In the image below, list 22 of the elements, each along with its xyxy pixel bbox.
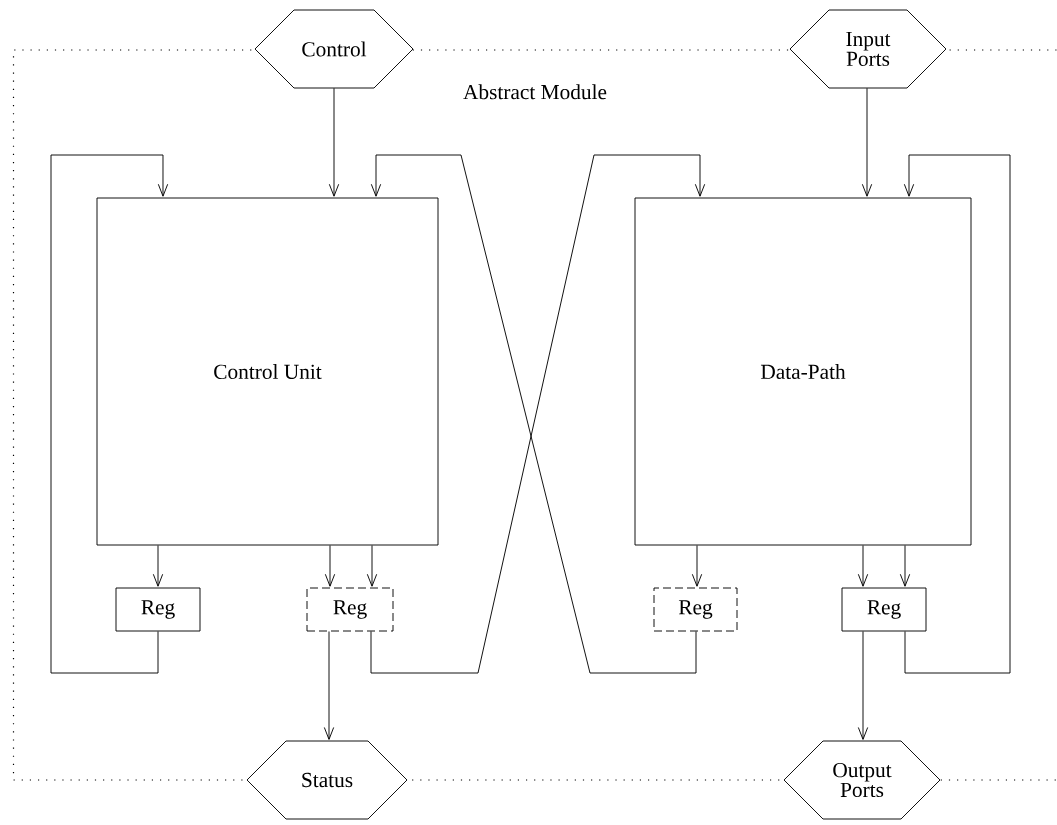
- block-box: Reg: [653, 587, 738, 632]
- port-hexagon: Output Ports: [783, 740, 941, 820]
- arrow: [152, 545, 164, 587]
- arrow: [899, 545, 911, 587]
- block-box: Reg: [306, 587, 394, 632]
- block-box: Control Unit: [96, 197, 439, 546]
- arrow: [857, 545, 869, 587]
- port-hexagon: Input Ports: [789, 9, 947, 89]
- arrow: [861, 87, 873, 197]
- arrow: [903, 154, 1011, 674]
- port-hexagon: Control: [254, 9, 414, 89]
- block-box: Reg: [841, 587, 927, 632]
- arrow: [50, 154, 169, 674]
- arrow: [857, 631, 869, 740]
- arrow: [324, 545, 336, 587]
- arrow: [691, 545, 703, 587]
- block-box: Reg: [115, 587, 201, 632]
- arrow: [323, 631, 335, 740]
- block-box: Data-Path: [634, 197, 972, 546]
- arrow: [328, 87, 340, 197]
- port-hexagon: Status: [246, 740, 408, 820]
- arrow: [366, 545, 378, 587]
